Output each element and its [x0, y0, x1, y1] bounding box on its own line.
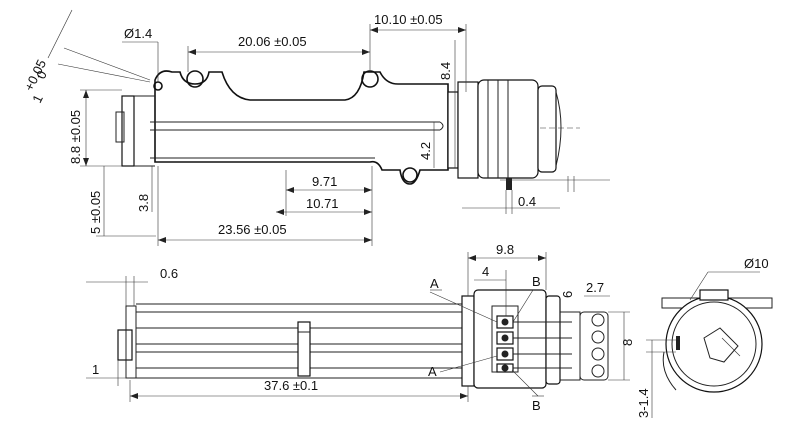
- pad-frame: [579, 311, 609, 381]
- dim-9-8: 9.8: [496, 242, 514, 257]
- tol-leader-3: [47, 9, 73, 59]
- end-nut: [115, 111, 125, 143]
- a-top-leader: [429, 291, 498, 323]
- dim-10-arrow-l: [370, 27, 378, 33]
- end-view-top-tab: [699, 289, 729, 301]
- dim-1071-arrow-l: [276, 209, 284, 215]
- side-end-cap: [117, 329, 133, 361]
- dim-23-56: 23.56 ±0.05: [218, 222, 287, 237]
- side-motor-cap: [545, 295, 561, 385]
- dim-0-6: 0.6: [160, 266, 178, 281]
- bracket-plate: [154, 70, 449, 185]
- rail-end: [439, 121, 444, 131]
- dim-8: 8: [620, 339, 635, 346]
- end-view-shaft: [703, 327, 739, 363]
- terminal-dot-4: [501, 364, 509, 372]
- dim-4: 4: [482, 264, 489, 279]
- b-top-leader: [512, 289, 534, 323]
- dim-6: 6: [560, 291, 575, 298]
- dim-3-8: 3.8: [136, 194, 151, 212]
- terminal-dot-1: [501, 318, 509, 326]
- mount-hole-left: [186, 70, 204, 88]
- dim-span-top: 20.06 ±0.05: [238, 34, 307, 49]
- dim-98-arrow-r: [538, 255, 546, 261]
- label-b-top: B: [532, 274, 541, 289]
- dim-376-arrow-r: [460, 393, 468, 399]
- pad-4: [591, 364, 605, 378]
- motor-cap-curve: [555, 91, 562, 167]
- tol-leader-2: [63, 47, 151, 81]
- dim-98-arrow-l: [468, 255, 476, 261]
- terminal-dot-3: [501, 350, 509, 358]
- dim-20-arrow-l: [188, 49, 196, 55]
- dim-2356-arrow-r: [364, 237, 372, 243]
- connector-pads: [579, 311, 609, 381]
- dim-dia-10: Ø10: [744, 256, 769, 271]
- dim-37-6: 37.6 ±0.1: [264, 378, 318, 393]
- label-b-low: B: [532, 398, 541, 413]
- flex-traces: [513, 321, 572, 369]
- end-block: [121, 95, 135, 167]
- terminal-pin: [506, 178, 512, 190]
- dim-10-71: 10.71: [306, 196, 339, 211]
- dim-1071-arrow-r: [364, 209, 372, 215]
- motor-flange: [447, 91, 459, 169]
- b-low-leader: [511, 369, 539, 397]
- top-view: [115, 70, 610, 190]
- dim-971-arrow-l: [286, 187, 294, 193]
- label-a-top: A: [430, 276, 439, 291]
- label-a-low: A: [428, 364, 437, 379]
- pad-3: [591, 347, 605, 361]
- terminal-dot-2: [501, 334, 509, 342]
- dim-1: 1: [92, 362, 99, 377]
- dim-376-arrow-l: [130, 393, 138, 399]
- side-view: [117, 289, 609, 389]
- end-view-pin: [676, 336, 680, 350]
- pad-1: [591, 313, 605, 327]
- dim-left-tol-main: 1: [29, 92, 46, 105]
- dim-height-frame: 8.8 ±0.05: [68, 110, 83, 164]
- dim-0-4: 0.4: [518, 194, 536, 209]
- motor-ring: [457, 81, 479, 179]
- side-end-block: [125, 305, 137, 379]
- side-slider: [297, 321, 311, 377]
- dim-20-arrow-r: [362, 49, 370, 55]
- end-view-flat: [721, 337, 741, 357]
- a-low-leader: [439, 355, 498, 373]
- dim-3-1-4: 3-1.4: [636, 388, 651, 418]
- dim-height-top: 8.4: [438, 62, 453, 80]
- end-view-dims: Ø10 3-1.4: [636, 256, 769, 418]
- dim-2-7: 2.7: [586, 280, 604, 295]
- dim-88-arrow-t: [83, 90, 89, 98]
- dim-mid-small: 4.2: [418, 142, 433, 160]
- end-view-outer: [665, 295, 763, 393]
- dim-10-arrow-r: [458, 27, 466, 33]
- mount-hole-right: [361, 70, 379, 88]
- tol-leader-1: [57, 63, 151, 83]
- dim-9-71: 9.71: [312, 174, 337, 189]
- pad-2: [591, 330, 605, 344]
- end-view: [661, 289, 773, 393]
- motor-cap: [537, 85, 557, 173]
- dim-hole-dia: Ø1.4: [124, 26, 152, 41]
- side-view-dims: 9.8 4 0.6 1 37.6 ±0.1 2.7 6 8 A B: [86, 242, 635, 413]
- dim-88-arrow-b: [83, 158, 89, 166]
- dia10-leader: [689, 271, 709, 301]
- end-view-inner: [671, 301, 757, 387]
- side-motor-flange: [461, 295, 475, 387]
- dim-motor-off: 10.10 ±0.05: [374, 12, 443, 27]
- dim-bottom-left: 5 ±0.05: [88, 191, 103, 234]
- dim-971-arrow-r: [364, 187, 372, 193]
- mount-hole-bottom: [402, 167, 418, 183]
- dim-2356-arrow-l: [158, 237, 166, 243]
- end-view-arc: [662, 351, 677, 391]
